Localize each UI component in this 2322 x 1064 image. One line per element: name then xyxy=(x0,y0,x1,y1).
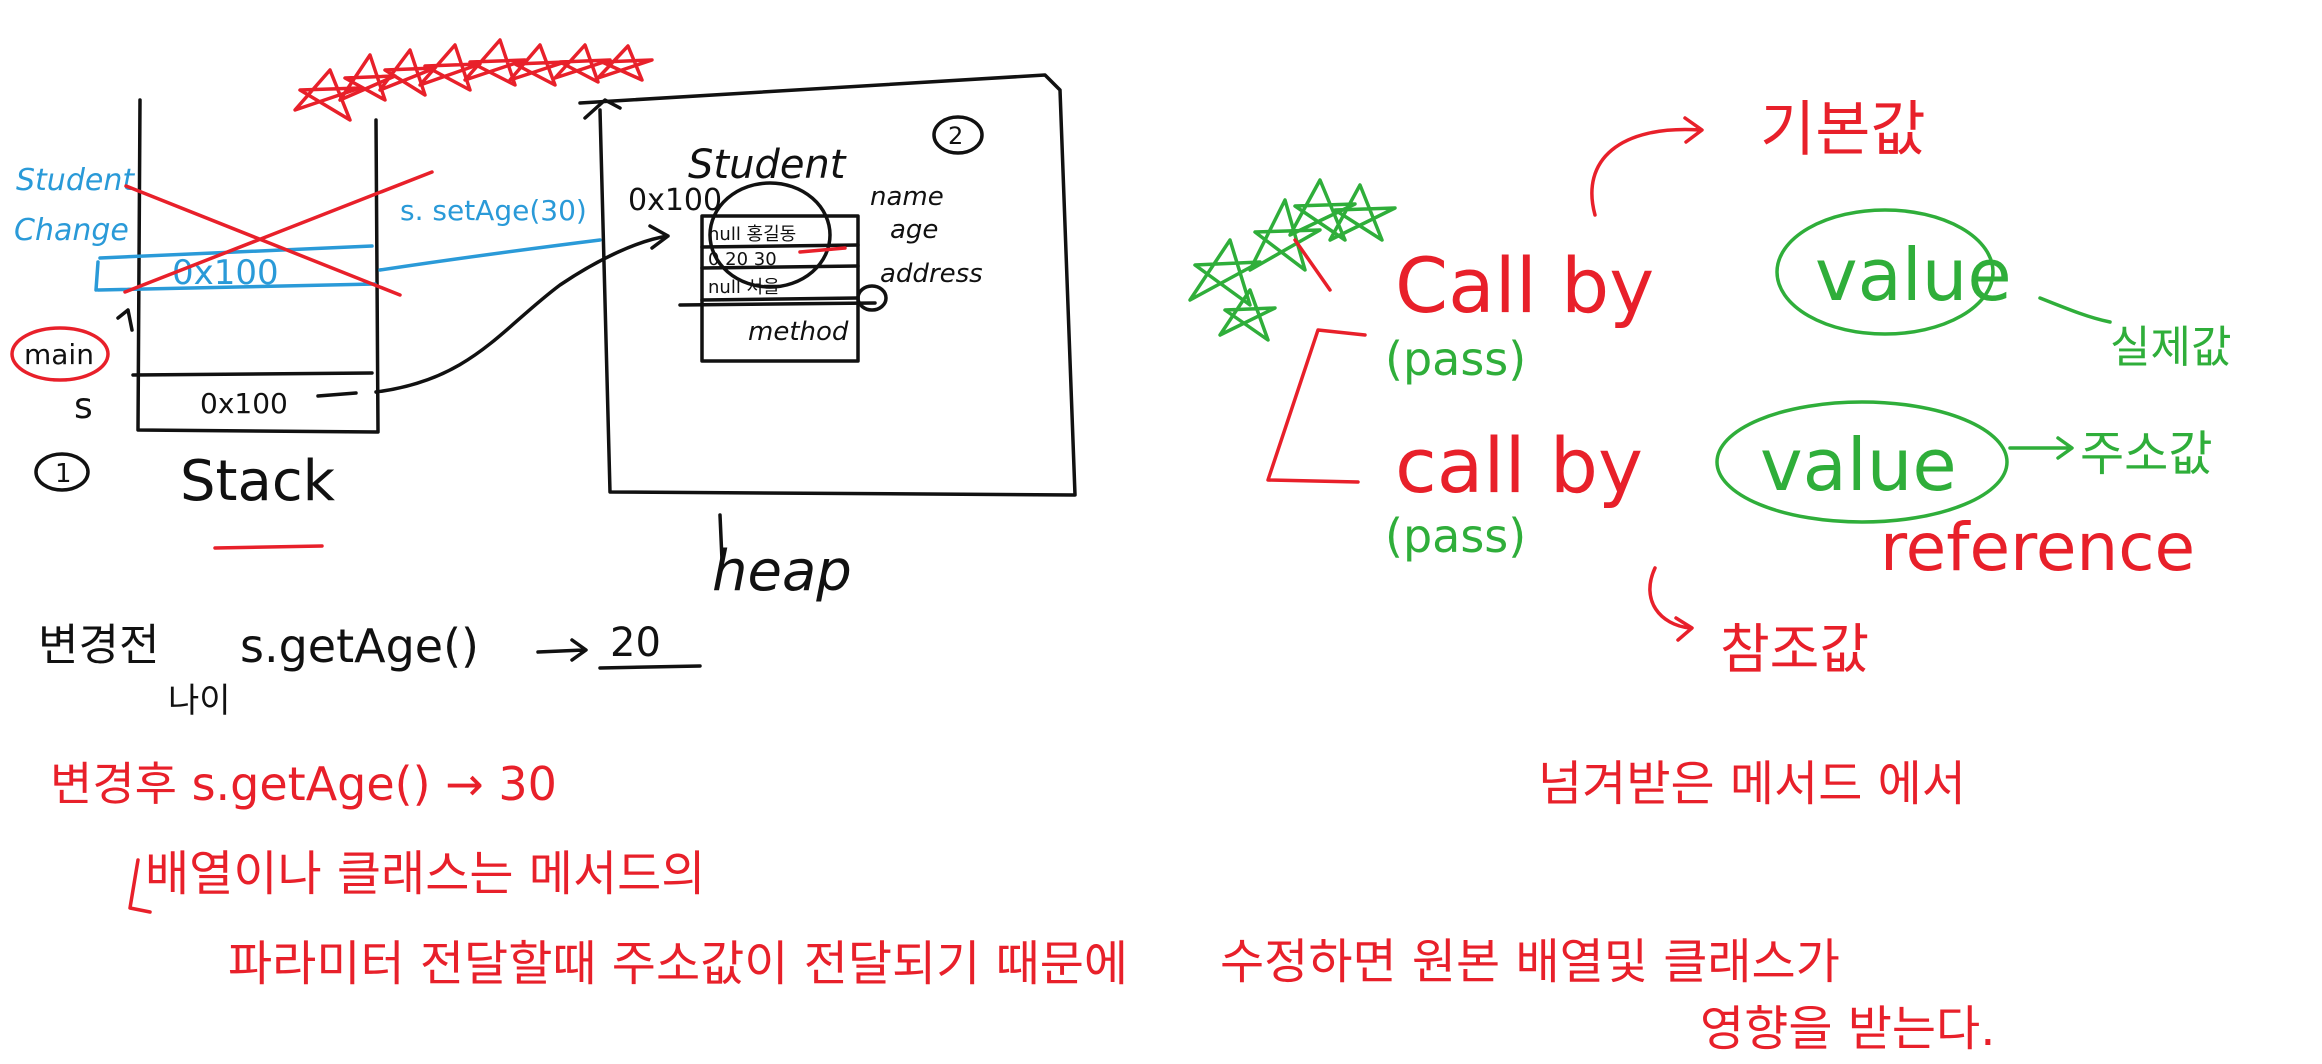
arrow-to-ref xyxy=(1648,566,1694,642)
before-prefix: 변경전 xyxy=(38,620,159,671)
number-1: 1 xyxy=(55,459,72,489)
object-box xyxy=(700,214,860,363)
call-by-line-1: Call by xyxy=(1395,241,1654,330)
number-circle-1 xyxy=(34,452,90,492)
value-1-circle xyxy=(1775,208,1995,336)
heap-label-tick xyxy=(718,513,724,562)
field-age: age xyxy=(890,215,938,245)
note-actual: 실제값 xyxy=(2110,322,2231,373)
crossed-addr: 0x100 xyxy=(172,253,279,293)
call-by-line-2: call by xyxy=(1395,421,1643,510)
explanation-line-2: 파라미터 전달할때 주소값이 전달되기 때문에 xyxy=(228,936,1128,992)
method-divider xyxy=(678,301,877,307)
explanation-bracket xyxy=(128,858,152,914)
row-name: null 홍길동 xyxy=(708,224,796,245)
star-red-accent xyxy=(1293,238,1332,292)
crossed-frame-lines xyxy=(94,244,377,292)
object-title: Student xyxy=(688,142,847,188)
object-rows xyxy=(700,243,860,302)
number-circle-2 xyxy=(932,115,984,155)
heap-box xyxy=(578,73,1077,497)
stack-addr-pointer xyxy=(316,391,358,398)
crossed-student-label: Student xyxy=(16,163,135,198)
before-result: 20 xyxy=(610,620,661,666)
red-x-strike xyxy=(123,170,434,297)
reference-word: reference xyxy=(1880,509,2195,586)
arrow-to-actual xyxy=(2038,296,2112,324)
note-address: 주소값 xyxy=(2080,426,2212,482)
stack-box xyxy=(136,98,380,434)
object-method: method xyxy=(748,317,849,347)
value-2-circle xyxy=(1715,400,2009,524)
field-address: address xyxy=(880,259,983,289)
crossed-change-label: Change xyxy=(14,213,129,248)
object-circle xyxy=(708,181,832,289)
number-2: 2 xyxy=(948,122,963,150)
explanation-line-3: 넘겨받은 메서드 에서 xyxy=(1538,756,1966,812)
stack-var-s: s xyxy=(74,386,93,427)
stars-green xyxy=(1188,178,1397,342)
main-frame-circle xyxy=(10,326,110,382)
heap-corner-arrow xyxy=(583,98,622,120)
stack-underline xyxy=(213,544,324,550)
setage-call: s. setAge(30) xyxy=(400,194,587,227)
stack-label: Stack xyxy=(180,449,336,514)
before-after: 변경전 나이 s.getAge() 20 변경후 s.getAge() → 30 xyxy=(38,619,702,811)
blue-arrow xyxy=(378,238,602,272)
field-bullet xyxy=(856,284,888,312)
stack-region: 0x100 Stack 1 main s Student Change 0x10… xyxy=(10,98,434,550)
value-2: value xyxy=(1760,423,1957,507)
stack-divider xyxy=(131,371,374,377)
before-prefix-sub: 나이 xyxy=(168,681,231,721)
field-name: name xyxy=(870,182,944,212)
pass-1: (pass) xyxy=(1385,332,1526,386)
heap-label: heap xyxy=(712,539,852,604)
heap-region: heap 2 Student 0x100 null 홍길동 0 20 30 nu… xyxy=(578,73,1077,604)
arrow-to-basic xyxy=(1590,116,1704,217)
explanation-line-5: 영향을 받는다. xyxy=(1700,1001,1995,1057)
main-bracket xyxy=(116,308,134,332)
pass-2: (pass) xyxy=(1385,509,1526,563)
before-arrow xyxy=(536,638,588,662)
note-ref: 참조값 xyxy=(1720,618,1869,681)
pointer-arrow xyxy=(374,224,670,394)
note-basic: 기본값 xyxy=(1760,95,1926,165)
explanation-line-4: 수정하면 원본 배열및 클래스가 xyxy=(1220,934,1840,990)
before-expr: s.getAge() xyxy=(240,619,479,673)
after-line: 변경후 s.getAge() → 30 xyxy=(50,757,557,811)
call-by-bracket xyxy=(1266,328,1367,484)
row-address: null 서울 xyxy=(708,277,780,298)
explanation: 배열이나 클래스는 메서드의 파라미터 전달할때 주소값이 전달되기 때문에 넘… xyxy=(128,756,1995,1057)
object-addr: 0x100 xyxy=(628,183,722,218)
explanation-line-1: 배열이나 클래스는 메서드의 xyxy=(145,846,705,902)
stars-top xyxy=(293,38,654,122)
value-1: value xyxy=(1815,233,2012,317)
row-age: 0 20 30 xyxy=(708,249,777,270)
stack-addr: 0x100 xyxy=(200,387,288,420)
before-result-underline xyxy=(598,664,702,670)
main-label: main xyxy=(24,338,94,371)
age-change-mark xyxy=(798,246,847,254)
call-by-region: Call by (pass) value call by (pass) valu… xyxy=(1188,95,2231,681)
arrow-to-address xyxy=(2008,436,2074,460)
